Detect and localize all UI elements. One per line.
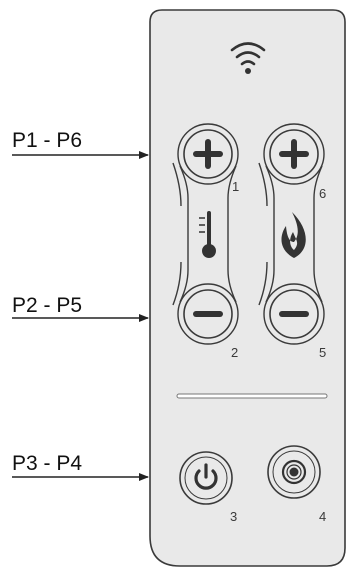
button-number-1: 1 [232,179,239,194]
plus-icon [279,139,309,169]
flame-up-button[interactable] [269,129,319,179]
annotation-label-p3-p4: P3 - P4 [12,452,82,475]
button-number-3: 3 [230,509,237,524]
button-number-5: 5 [319,345,326,360]
annotation-p2-p5: P2 - P5 [12,294,149,322]
button-number-2: 2 [231,345,238,360]
wifi-icon [230,42,266,74]
left-button-group-outline [172,123,239,345]
button-number-4: 4 [319,509,326,524]
separator-line [176,393,328,399]
target-button[interactable] [267,445,321,499]
temp-down-button[interactable] [183,289,233,339]
target-icon [281,459,307,485]
flame-icon [281,212,306,258]
annotation-label-p2-p5: P2 - P5 [12,294,82,317]
power-icon [194,463,218,490]
annotation-label-p1-p6: P1 - P6 [12,129,82,152]
thermometer-icon [199,211,216,258]
plus-icon [193,139,223,169]
power-button[interactable] [179,451,233,505]
flame-down-button[interactable] [269,289,319,339]
right-button-group-outline [258,123,325,345]
button-number-6: 6 [319,186,326,201]
annotation-p3-p4: P3 - P4 [12,452,149,481]
temp-up-button[interactable] [183,129,233,179]
annotation-p1-p6: P1 - P6 [12,129,149,159]
